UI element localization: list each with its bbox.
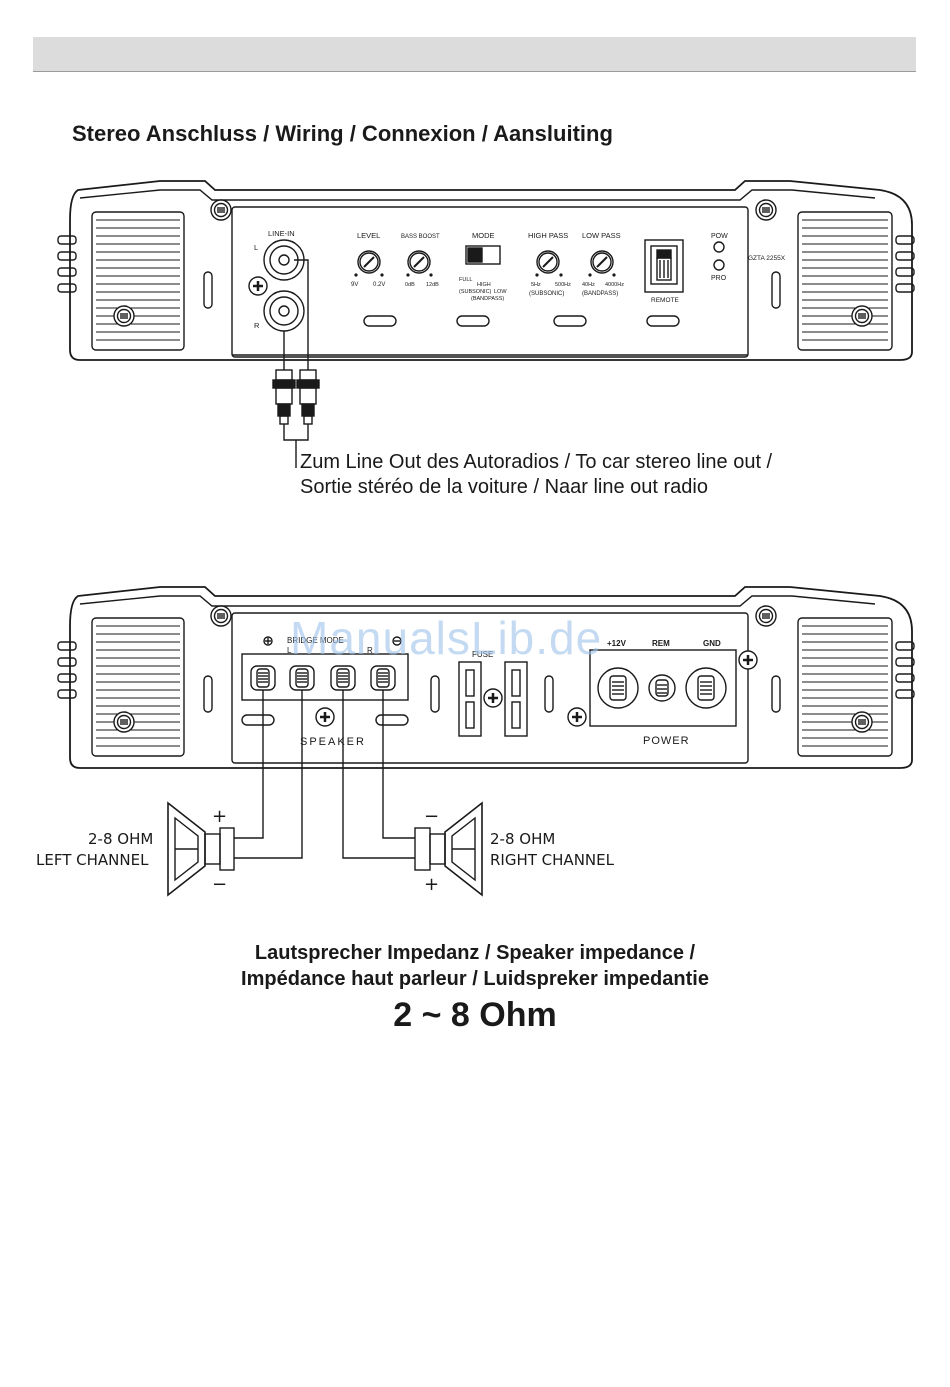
pow-label: POW	[711, 233, 728, 240]
screw-icon	[113, 711, 135, 733]
high-pass-label: HIGH PASS	[528, 231, 568, 240]
fuse-label: FUSE	[472, 650, 493, 659]
rca-cables	[272, 259, 320, 468]
level-min-label: 9V	[351, 282, 358, 288]
bass-min-label: 0dB	[405, 282, 415, 288]
left-speaker-plus: +	[212, 806, 227, 827]
bridge-r-label: R	[367, 646, 373, 655]
screw-icon	[755, 605, 777, 627]
screw-icon	[210, 199, 232, 221]
speaker-terminal-left-minus	[289, 665, 315, 691]
screw-icon	[755, 199, 777, 221]
bass-max-label: 12dB	[426, 282, 439, 288]
power-terminal-rem	[648, 674, 676, 702]
caption-line-2: Sortie stéréo de la voiture / Naar line …	[300, 476, 708, 498]
impedance-line-2: Impédance haut parleur / Luidspreker imp…	[241, 968, 709, 990]
fuse-holder-2	[504, 661, 528, 737]
right-speaker-icon	[414, 801, 483, 897]
right-speaker-ohm: 2-8 OHM	[490, 830, 556, 848]
model-label: GZTA 2255X	[748, 255, 786, 262]
screw-icon	[113, 305, 135, 327]
jack-r-label: R	[254, 321, 260, 330]
line-in-label: LINE-IN	[268, 229, 295, 238]
rca-plug-left	[272, 369, 296, 425]
bass-boost-knob	[407, 250, 431, 274]
power-label: POWER	[643, 735, 690, 747]
screw-icon	[851, 305, 873, 327]
mode-label: MODE	[472, 231, 495, 240]
amplifier-bottom-panel: BRIDGE MODE L R SPEAKER FUSE +12V REM GN…	[57, 586, 915, 769]
remote-label: REMOTE	[651, 297, 679, 304]
right-speaker-plus: +	[424, 874, 439, 895]
amplifier-top-panel: LINE-IN L R LEVEL 9V 0.2V BASS BOOST 0dB…	[57, 180, 915, 361]
cross-screw-icon	[737, 649, 759, 671]
jack-l-label: L	[254, 243, 258, 252]
caption-line-1: Zum Line Out des Autoradios / To car ste…	[300, 451, 773, 473]
power-terminal-12v	[597, 667, 639, 709]
speaker-label: SPEAKER	[300, 736, 366, 748]
mode-subsonic-label: (SUBSONIC)	[459, 289, 492, 295]
right-speaker-channel: RIGHT CHANNEL	[490, 851, 614, 869]
watermark: ManualsLib.de	[290, 612, 603, 664]
rem-label: REM	[652, 639, 670, 648]
screw-icon	[210, 605, 232, 627]
mode-full-label: FULL	[459, 277, 472, 283]
section-title: Stereo Anschluss / Wiring / Connexion / …	[72, 121, 613, 146]
left-speaker-minus: −	[212, 874, 227, 895]
mode-high-label: HIGH	[477, 282, 491, 288]
rca-plug-right	[296, 369, 320, 425]
mode-low-label: LOW	[494, 289, 507, 295]
hp-sub-label: (SUBSONIC)	[529, 291, 564, 297]
lp-min-label: 40Hz	[582, 282, 595, 288]
lp-max-label: 4000Hz	[605, 282, 624, 288]
speaker-wires	[234, 690, 415, 859]
left-speaker-ohm: 2-8 OHM	[88, 830, 154, 848]
speaker-terminal-left-plus	[250, 665, 276, 691]
level-knob	[357, 250, 381, 274]
hp-min-label: 5Hz	[531, 282, 541, 288]
hp-max-label: 500Hz	[555, 282, 571, 288]
lp-sub-label: (BANDPASS)	[582, 291, 618, 297]
mode-switch	[465, 245, 501, 265]
left-speaker-icon	[167, 801, 235, 897]
pow-led	[713, 241, 725, 253]
speaker-terminal-right-plus	[330, 665, 356, 691]
cross-screw-icon	[314, 706, 336, 728]
impedance-value: 2 ~ 8 Ohm	[393, 996, 557, 1034]
remote-connector	[644, 239, 684, 293]
bridge-l-label: L	[287, 646, 292, 655]
cross-screw-icon	[482, 687, 504, 709]
plus12v-label: +12V	[607, 639, 627, 648]
impedance-line-1: Lautsprecher Impedanz / Speaker impedanc…	[254, 942, 696, 964]
rca-jack-right	[263, 290, 305, 332]
level-max-label: 0.2V	[373, 282, 385, 288]
mode-bandpass-label: (BANDPASS)	[471, 296, 504, 302]
high-pass-knob	[536, 250, 560, 274]
speaker-terminal-block	[241, 653, 409, 701]
cross-screw-icon	[247, 275, 269, 297]
level-label: LEVEL	[357, 231, 380, 240]
power-terminal-block	[589, 649, 737, 727]
cross-screw-icon	[566, 706, 588, 728]
power-terminal-gnd	[685, 667, 727, 709]
gnd-label: GND	[703, 639, 721, 648]
low-pass-label: LOW PASS	[582, 231, 621, 240]
speaker-terminal-right-minus	[370, 665, 396, 691]
right-speaker-minus: −	[424, 806, 439, 827]
left-speaker-channel: LEFT CHANNEL	[36, 851, 149, 869]
screw-icon	[851, 711, 873, 733]
line-out-caption: Zum Line Out des Autoradios / To car ste…	[300, 450, 772, 500]
header-band	[33, 37, 916, 72]
fuse-holder-1	[458, 661, 482, 737]
pro-led	[713, 259, 725, 271]
low-pass-knob	[590, 250, 614, 274]
pro-label: PRO	[711, 275, 727, 282]
bass-boost-label: BASS BOOST	[401, 234, 440, 240]
bridge-mode-label: BRIDGE MODE	[287, 636, 344, 645]
